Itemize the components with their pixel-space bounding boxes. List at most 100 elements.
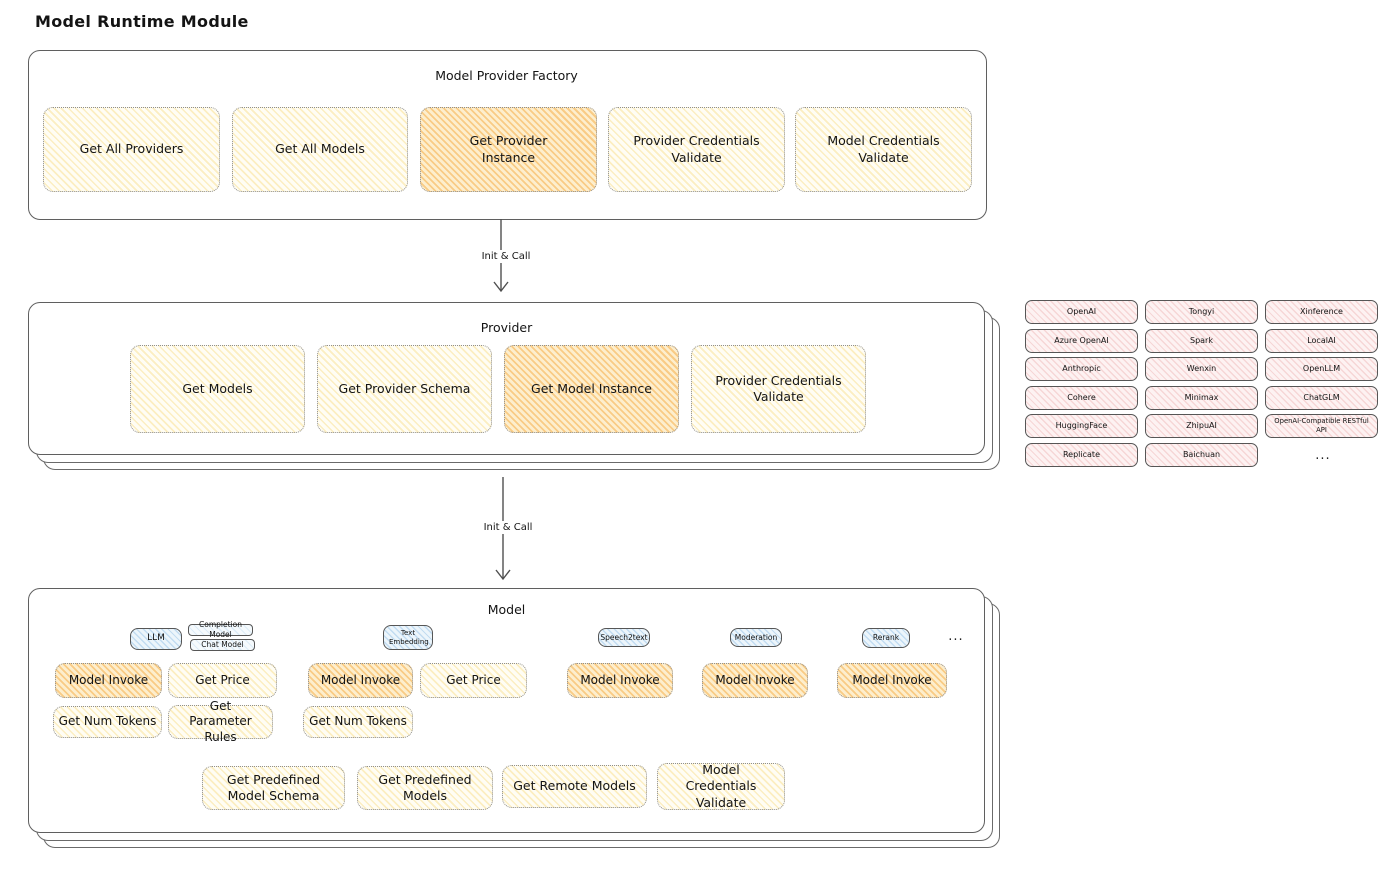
arrow-label-init-call-1: Init & Call	[468, 250, 544, 263]
node-get-remote-models: Get Remote Models	[502, 765, 647, 808]
provider-item-label: LocalAI	[1307, 335, 1336, 345]
node-get-predefined-models: Get Predefined Models	[357, 766, 493, 810]
node-label: Get Predefined Models	[378, 771, 472, 803]
node-model-credentials-validate-2: Model Credentials Validate	[657, 762, 785, 810]
tab-label: Completion Model	[199, 620, 242, 639]
node-get-provider-instance: Get Provider Instance	[420, 107, 597, 192]
node-label: Get Parameter Rules	[189, 698, 252, 744]
tab-label: Rerank	[872, 633, 900, 643]
node-label: Get Price	[195, 672, 250, 687]
provider-item-label: HuggingFace	[1055, 420, 1108, 430]
node-llm-model-invoke: Model Invoke	[55, 663, 162, 698]
node-embedding-get-num-tokens: Get Num Tokens	[303, 706, 413, 738]
node-llm-get-parameter-rules: Get Parameter Rules	[168, 699, 273, 744]
node-label: Get All Models	[275, 141, 365, 157]
provider-item-chatglm: ChatGLM	[1265, 386, 1378, 410]
node-label: Get Num Tokens	[309, 714, 407, 729]
node-embedding-model-invoke: Model Invoke	[308, 663, 413, 698]
provider-item-label: OpenAI-Compatible RESTful API	[1274, 417, 1369, 434]
node-get-model-instance: Get Model Instance	[504, 345, 679, 433]
node-label: Model Invoke	[68, 672, 149, 687]
provider-item-zhipuai: ZhipuAI	[1145, 414, 1258, 438]
node-get-predefined-model-schema: Get Predefined Model Schema	[202, 766, 345, 810]
tabs-more: ...	[948, 629, 964, 644]
node-label: Get Price	[446, 672, 501, 687]
model-title: Model	[487, 602, 526, 617]
provider-item-label: Azure OpenAI	[1054, 335, 1109, 345]
arrow-label-init-call-2: Init & Call	[470, 521, 546, 534]
provider-list-more: ...	[1315, 448, 1331, 463]
provider-item-openai: OpenAI	[1025, 300, 1138, 324]
provider-item-label: Baichuan	[1182, 449, 1221, 459]
tab-chat-model: Chat Model	[190, 639, 255, 651]
tab-rerank: Rerank	[862, 628, 910, 648]
node-get-all-providers: Get All Providers	[43, 107, 220, 192]
node-provider-credentials-validate: Provider Credentials Validate	[608, 107, 785, 192]
tab-label: Moderation	[734, 632, 778, 642]
node-label: Model Credentials Validate	[827, 133, 940, 165]
tab-label: Text Embedding	[389, 628, 429, 646]
node-label: Get Predefined Model Schema	[226, 771, 321, 803]
provider-item-huggingface: HuggingFace	[1025, 414, 1138, 438]
provider-item-label: Minimax	[1184, 392, 1219, 402]
node-speech2text-model-invoke: Model Invoke	[567, 663, 673, 698]
provider-item-openllm: OpenLLM	[1265, 357, 1378, 381]
tab-label: Chat Model	[201, 640, 244, 650]
provider-item-openai-compatible: OpenAI-Compatible RESTful API	[1265, 414, 1378, 438]
node-label: Model Invoke	[580, 672, 660, 687]
provider-item-label: Xinference	[1300, 306, 1343, 316]
node-get-models: Get Models	[130, 345, 305, 433]
provider-item-wenxin: Wenxin	[1145, 357, 1258, 381]
provider-item-label: Replicate	[1062, 449, 1100, 459]
node-get-provider-schema: Get Provider Schema	[317, 345, 492, 433]
provider-title: Provider	[480, 320, 533, 335]
node-label: Get Provider Schema	[338, 380, 471, 396]
provider-item-minimax: Minimax	[1145, 386, 1258, 410]
node-label: Model Invoke	[320, 672, 401, 687]
provider-item-spark: Spark	[1145, 329, 1258, 353]
node-provider-credentials-validate-2: Provider Credentials Validate	[691, 345, 866, 433]
tab-moderation: Moderation	[730, 628, 782, 647]
provider-item-label: Tongyi	[1188, 306, 1215, 316]
provider-item-tongyi: Tongyi	[1145, 300, 1258, 324]
provider-item-label: ZhipuAI	[1186, 420, 1217, 430]
node-label: Model Credentials Validate	[685, 762, 757, 810]
tab-completion-model: Completion Model	[188, 620, 253, 639]
tab-label: LLM	[147, 633, 165, 644]
factory-title: Model Provider Factory	[435, 68, 578, 83]
page-title: Model Runtime Module	[35, 12, 249, 31]
node-label: Get Provider Instance	[469, 133, 548, 165]
node-label: Provider Credentials Validate	[715, 372, 842, 404]
provider-item-cohere: Cohere	[1025, 386, 1138, 410]
provider-item-azure-openai: Azure OpenAI	[1025, 329, 1138, 353]
provider-item-label: ChatGLM	[1303, 392, 1340, 402]
provider-item-baichuan: Baichuan	[1145, 443, 1258, 467]
node-label: Get Model Instance	[531, 380, 652, 396]
node-llm-get-price: Get Price	[168, 663, 277, 698]
tab-speech2text: Speech2text	[598, 628, 650, 647]
node-label: Model Invoke	[715, 672, 795, 687]
node-embedding-get-price: Get Price	[420, 663, 527, 698]
provider-item-label: OpenAI	[1066, 306, 1097, 316]
node-moderation-model-invoke: Model Invoke	[702, 663, 808, 698]
provider-item-label: Anthropic	[1062, 363, 1101, 373]
provider-item-anthropic: Anthropic	[1025, 357, 1138, 381]
node-label: Get All Providers	[79, 141, 184, 157]
provider-item-label: OpenLLM	[1302, 363, 1341, 373]
node-label: Provider Credentials Validate	[633, 133, 760, 165]
tab-text-embedding: Text Embedding	[383, 625, 433, 650]
provider-item-label: Wenxin	[1186, 363, 1217, 373]
node-llm-get-num-tokens: Get Num Tokens	[53, 706, 162, 738]
provider-item-replicate: Replicate	[1025, 443, 1138, 467]
tab-llm: LLM	[130, 628, 182, 650]
node-label: Get Remote Models	[513, 778, 636, 794]
node-model-credentials-validate: Model Credentials Validate	[795, 107, 972, 192]
provider-item-localai: LocalAI	[1265, 329, 1378, 353]
tab-label: Speech2text	[600, 632, 648, 642]
node-get-all-models: Get All Models	[232, 107, 408, 192]
provider-item-xinference: Xinference	[1265, 300, 1378, 324]
node-label: Get Models	[182, 380, 253, 396]
node-label: Get Num Tokens	[58, 714, 157, 729]
node-label: Model Invoke	[852, 672, 932, 687]
provider-item-label: Cohere	[1067, 392, 1096, 402]
